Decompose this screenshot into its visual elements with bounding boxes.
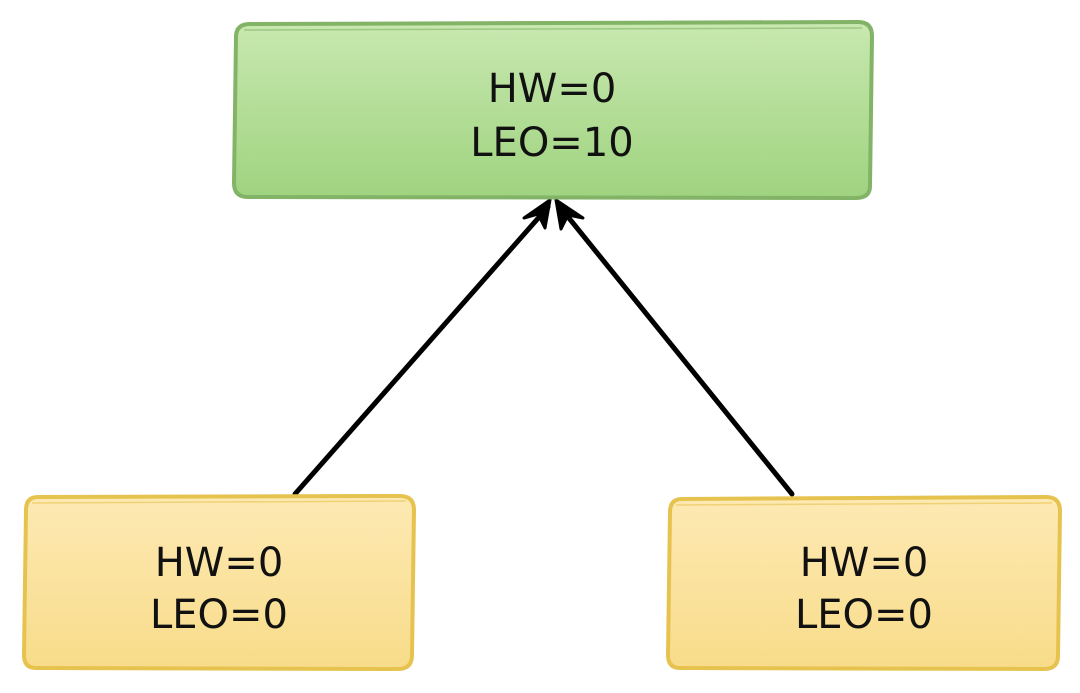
follower-left-leo: LEO=0: [150, 592, 288, 638]
follower-right-node: HW=0 LEO=0: [666, 495, 1062, 671]
follower-left-node: HW=0 LEO=0: [22, 494, 416, 671]
leader-box: [232, 20, 874, 200]
follower-right-leo: LEO=0: [795, 592, 933, 638]
leader-leo: LEO=10: [470, 120, 633, 166]
follower-right-box: [666, 495, 1062, 671]
arrow-left-to-leader: [292, 198, 552, 497]
leader-node: HW=0 LEO=10: [232, 20, 874, 200]
follower-left-box: [22, 494, 416, 671]
follower-right-hw: HW=0: [800, 540, 929, 586]
arrow-right-to-leader: [554, 198, 795, 497]
follower-left-hw: HW=0: [155, 540, 284, 586]
leader-hw: HW=0: [488, 66, 617, 112]
